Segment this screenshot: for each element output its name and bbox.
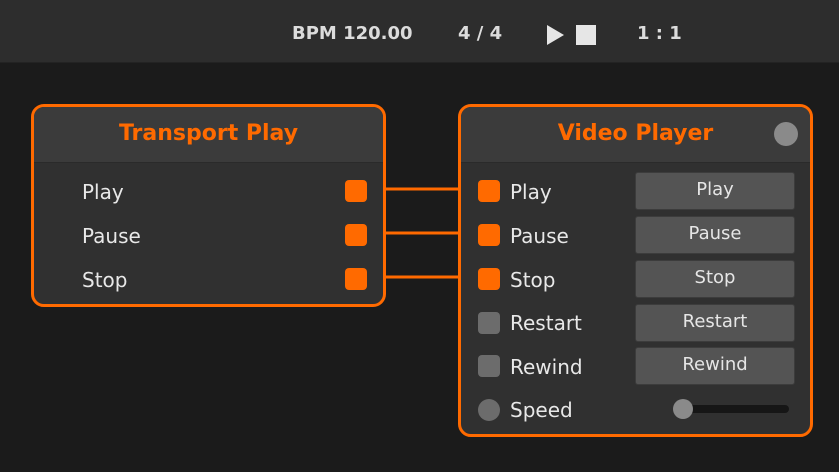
- input-label-stop: Stop: [510, 268, 556, 292]
- output-label-stop: Stop: [82, 268, 128, 292]
- node-title: Video Player: [557, 121, 714, 146]
- input-port-speed[interactable]: [478, 399, 500, 421]
- speed-slider[interactable]: [677, 405, 789, 413]
- input-port-play[interactable]: [478, 180, 500, 202]
- speed-slider-thumb[interactable]: [672, 399, 693, 419]
- output-port-pause[interactable]: [345, 224, 367, 246]
- input-label-rewind: Rewind: [510, 355, 583, 379]
- stop-icon[interactable]: [576, 25, 596, 45]
- status-indicator-icon: [774, 122, 798, 146]
- transport-play-node[interactable]: Transport Play Play Pause Stop: [31, 104, 386, 307]
- input-label-restart: Restart: [510, 311, 582, 335]
- time-signature-display[interactable]: 4 / 4: [458, 23, 503, 44]
- restart-button[interactable]: Restart: [635, 304, 795, 342]
- input-label-pause: Pause: [510, 224, 569, 248]
- rewind-button[interactable]: Rewind: [635, 347, 795, 385]
- play-icon[interactable]: [547, 25, 564, 45]
- play-button[interactable]: Play: [635, 172, 795, 210]
- input-port-stop[interactable]: [478, 268, 500, 290]
- node-title: Transport Play: [118, 121, 299, 146]
- video-player-node[interactable]: Video Player Play Play Pause Pause Stop …: [458, 104, 813, 437]
- position-display: 1 : 1: [637, 23, 682, 44]
- output-label-play: Play: [82, 180, 124, 204]
- pause-button[interactable]: Pause: [635, 216, 795, 254]
- bpm-display[interactable]: BPM 120.00: [292, 23, 413, 44]
- output-port-play[interactable]: [345, 180, 367, 202]
- output-label-pause: Pause: [82, 224, 141, 248]
- input-label-speed: Speed: [510, 398, 573, 422]
- output-port-stop[interactable]: [345, 268, 367, 290]
- input-port-restart[interactable]: [478, 312, 500, 334]
- input-port-pause[interactable]: [478, 224, 500, 246]
- input-port-rewind[interactable]: [478, 355, 500, 377]
- node-header[interactable]: Video Player: [461, 107, 810, 163]
- stop-button[interactable]: Stop: [635, 260, 795, 298]
- input-label-play: Play: [510, 180, 552, 204]
- transport-toolbar: BPM 120.00 4 / 4 1 : 1: [0, 0, 839, 63]
- node-header[interactable]: Transport Play: [34, 107, 383, 163]
